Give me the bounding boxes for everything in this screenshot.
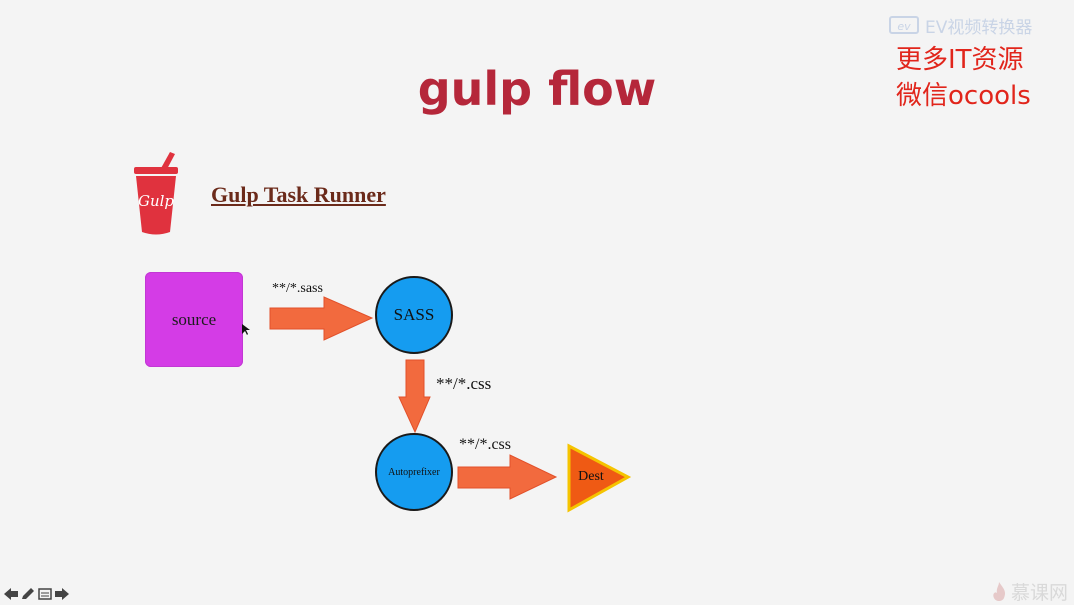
arrow-left-icon[interactable]	[4, 588, 18, 600]
autoprefixer-node-label: Autoprefixer	[388, 466, 440, 478]
ev-logo-icon: ev	[889, 16, 919, 34]
sass-node: SASS	[375, 276, 453, 354]
ev-badge-text: EV视频转换器	[925, 17, 1033, 38]
edge-label-sass: **/*.sass	[272, 281, 323, 296]
watermark-text: 慕课网	[1010, 582, 1068, 604]
edge-label-css-1: **/*.css	[436, 374, 492, 393]
mouse-cursor-icon	[242, 324, 250, 335]
flame-icon	[993, 581, 1006, 601]
arrow-autoprefixer-to-dest	[457, 454, 558, 500]
gulp-logo: Gulp	[134, 152, 178, 235]
slide-title: gulp flow	[417, 62, 657, 116]
promo-line-2: 微信ocools	[896, 81, 1031, 111]
presentation-toolbar	[4, 588, 69, 600]
gulp-logo-text: Gulp	[138, 192, 174, 210]
pen-icon[interactable]	[21, 588, 35, 600]
gulp-task-runner-link[interactable]: Gulp Task Runner	[211, 182, 386, 207]
sass-node-label: SASS	[393, 305, 435, 324]
imooc-watermark: 慕课网	[991, 578, 1068, 605]
dest-node-label: Dest	[578, 469, 604, 484]
ev-converter-badge: ev EV视频转换器	[889, 13, 1033, 38]
autoprefixer-node: Autoprefixer	[375, 433, 453, 511]
arrow-sass-to-autoprefixer	[398, 359, 431, 434]
source-node-label: source	[171, 309, 217, 329]
source-node: source	[145, 272, 243, 367]
menu-icon[interactable]	[38, 588, 52, 600]
promo-line-1: 更多IT资源	[896, 45, 1024, 75]
gulp-cup	[136, 176, 176, 235]
edge-label-css-2: **/*.css	[459, 436, 511, 453]
arrow-source-to-sass	[269, 296, 374, 341]
gulp-lid	[134, 167, 178, 174]
dest-node	[567, 443, 632, 513]
arrow-right-icon[interactable]	[55, 588, 69, 600]
gulp-straw	[160, 152, 175, 171]
